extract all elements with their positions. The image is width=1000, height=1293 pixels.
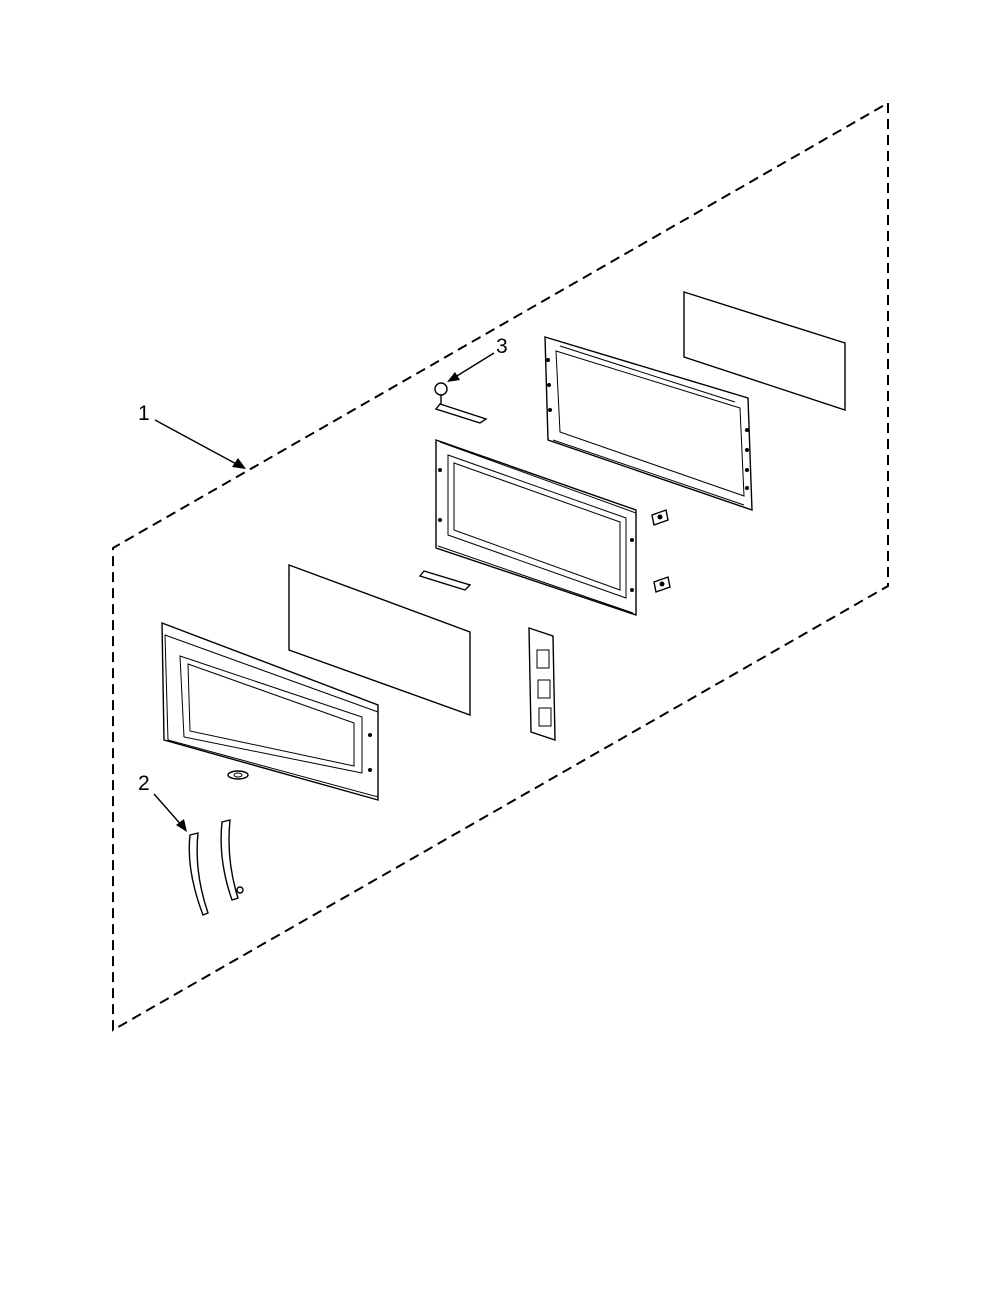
door-choke-frame [435, 439, 637, 616]
latch-strip [418, 570, 472, 591]
window-glass-panel [288, 563, 471, 716]
inner-door-frame [544, 336, 753, 511]
assembly-boundary [112, 101, 889, 1032]
callout-3[interactable]: 3 [447, 335, 508, 382]
callout-2-label: 2 [138, 772, 150, 795]
callout-2-leader [153, 793, 185, 829]
door-handle [188, 819, 244, 916]
hinge-pin-upper [651, 509, 669, 526]
callout-2[interactable]: 2 [138, 772, 187, 832]
callout-3-arrowhead [447, 372, 460, 382]
callout-1-label: 1 [138, 402, 150, 425]
rear-glass-panel [683, 291, 846, 411]
callout-1-leader [154, 419, 241, 467]
hinge-pin-lower [653, 576, 671, 593]
callout-3-leader [451, 352, 495, 380]
latch-bracket [528, 627, 556, 741]
callout-1-arrowhead [232, 458, 246, 469]
door-stud-part [434, 382, 488, 424]
handle-clip [227, 770, 249, 780]
callout-2-arrowhead [176, 819, 187, 832]
callout-3-label: 3 [496, 335, 508, 358]
callout-1[interactable]: 1 [138, 402, 246, 469]
front-door-panel [161, 621, 379, 801]
